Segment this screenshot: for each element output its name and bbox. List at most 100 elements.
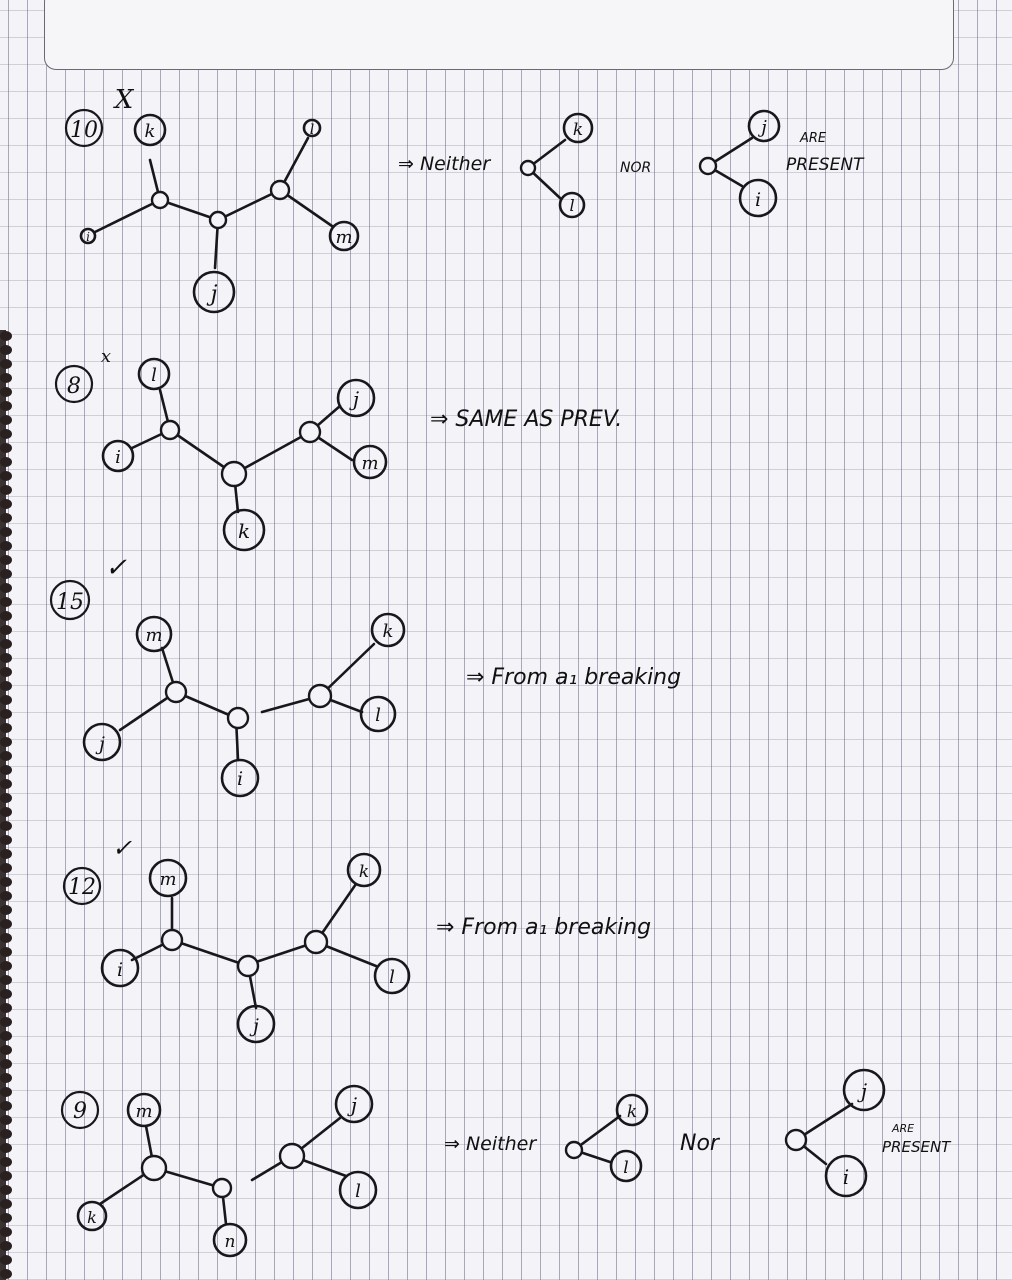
- spiral-ring: [0, 471, 12, 481]
- note-node-label: j: [757, 117, 767, 138]
- spiral-ring: [0, 723, 12, 733]
- note-node-label: l: [569, 196, 574, 215]
- diagram-note: ⇒ Neither: [398, 153, 491, 175]
- spiral-ring: [0, 975, 12, 985]
- spiral-ring: [0, 1199, 12, 1209]
- spiral-ring: [0, 541, 12, 551]
- note-node-label: i: [755, 189, 761, 211]
- diagram-note: ⇒ Neither: [444, 1133, 537, 1155]
- spiral-ring: [0, 1087, 12, 1097]
- spiral-ring: [0, 415, 12, 425]
- spiral-ring: [0, 1129, 12, 1139]
- spiral-ring: [0, 331, 12, 341]
- spiral-ring: [0, 499, 12, 509]
- spiral-ring: [0, 821, 12, 831]
- spiral-ring: [0, 1045, 12, 1055]
- node-label: i: [117, 959, 123, 981]
- spiral-ring: [0, 583, 12, 593]
- node-label: l: [375, 705, 381, 726]
- spiral-ring: [0, 345, 12, 355]
- diagram-note: ⇒ From a₁ breaking: [436, 915, 651, 940]
- spiral-ring: [0, 765, 12, 775]
- spiral-ring: [0, 919, 12, 929]
- spiral-ring: [0, 1213, 12, 1223]
- spiral-ring: [0, 569, 12, 579]
- diagram-id: 10: [70, 118, 98, 143]
- diagram-10: 10 X k l m j i ⇒ Neither: [64, 85, 865, 314]
- spiral-ring: [0, 709, 12, 719]
- note-word: ARE: [799, 131, 827, 146]
- spiral-ring: [0, 933, 12, 943]
- diagram-id: 12: [68, 875, 96, 900]
- node-label: i: [86, 230, 90, 244]
- spiral-ring: [0, 961, 12, 971]
- spiral-ring: [0, 1059, 12, 1069]
- spiral-ring: [0, 485, 12, 495]
- diagram-mark: ✓: [105, 553, 127, 583]
- spiral-ring: [0, 877, 12, 887]
- spiral-ring: [0, 527, 12, 537]
- node-label: m: [335, 227, 352, 248]
- spiral-ring: [0, 1269, 12, 1279]
- spiral-ring: [0, 849, 12, 859]
- note-word: PRESENT: [786, 155, 865, 175]
- diagram-8: 8 x l i j m k ⇒ SAME AS PREV.: [54, 346, 622, 552]
- node-label: j: [95, 733, 105, 755]
- note-node-label: l: [623, 1158, 628, 1178]
- spiral-ring: [0, 835, 12, 845]
- node-label: m: [135, 1101, 152, 1122]
- spiral-ring: [0, 597, 12, 607]
- node-label: l: [151, 365, 157, 386]
- node-label: j: [206, 282, 218, 307]
- node-label: j: [249, 1015, 259, 1037]
- spiral-ring: [0, 1115, 12, 1125]
- note-node-label: j: [857, 1079, 867, 1103]
- spiral-ring: [0, 1101, 12, 1111]
- diagram-mark: ✓: [112, 834, 132, 862]
- spiral-ring: [0, 891, 12, 901]
- spiral-ring: [0, 359, 12, 369]
- node-label: i: [115, 447, 121, 468]
- spiral-ring: [0, 793, 12, 803]
- spiral-ring: [0, 667, 12, 677]
- spiral-ring: [0, 387, 12, 397]
- note-word: PRESENT: [882, 1138, 952, 1156]
- diagram-15: 15 ✓ m k j l i ⇒ From a₁ breaking: [49, 553, 681, 798]
- node-label: k: [359, 862, 369, 882]
- node-label: m: [361, 453, 378, 474]
- diagram-9: 9 m j l k n ⇒ Neither k: [60, 1068, 952, 1258]
- spiral-ring: [0, 1241, 12, 1251]
- diagram-id: 8: [67, 374, 81, 399]
- spiral-ring: [0, 737, 12, 747]
- node-label: n: [225, 1232, 236, 1252]
- node-label: l: [389, 967, 395, 988]
- spiral-ring: [0, 653, 12, 663]
- node-label: m: [159, 869, 176, 890]
- spiral-ring: [0, 1031, 12, 1041]
- note-node-label: i: [843, 1165, 849, 1189]
- spiral-ring: [0, 1143, 12, 1153]
- node-label: k: [87, 1208, 97, 1227]
- note-word: Nor: [680, 1131, 721, 1156]
- diagram-id: 15: [56, 590, 84, 615]
- spiral-ring: [0, 1157, 12, 1167]
- spiral-ring: [0, 1255, 12, 1265]
- note-node-label: k: [573, 120, 583, 140]
- diagram-note: ⇒ SAME AS PREV.: [430, 407, 622, 432]
- diagram-mark: X: [113, 85, 135, 115]
- note-node-label: k: [627, 1102, 637, 1122]
- spiral-ring: [0, 779, 12, 789]
- diagram-id: 9: [73, 1099, 87, 1124]
- spiral-ring: [0, 401, 12, 411]
- diagram-note: ⇒ From a₁ breaking: [466, 665, 681, 690]
- spiral-ring: [0, 1017, 12, 1027]
- spiral-ring: [0, 1171, 12, 1181]
- spiral-ring: [0, 681, 12, 691]
- spiral-ring: [0, 905, 12, 915]
- spiral-ring: [0, 1073, 12, 1083]
- node-label: i: [237, 768, 243, 790]
- spiral-binding: [0, 330, 12, 1280]
- spiral-ring: [0, 625, 12, 635]
- spiral-ring: [0, 947, 12, 957]
